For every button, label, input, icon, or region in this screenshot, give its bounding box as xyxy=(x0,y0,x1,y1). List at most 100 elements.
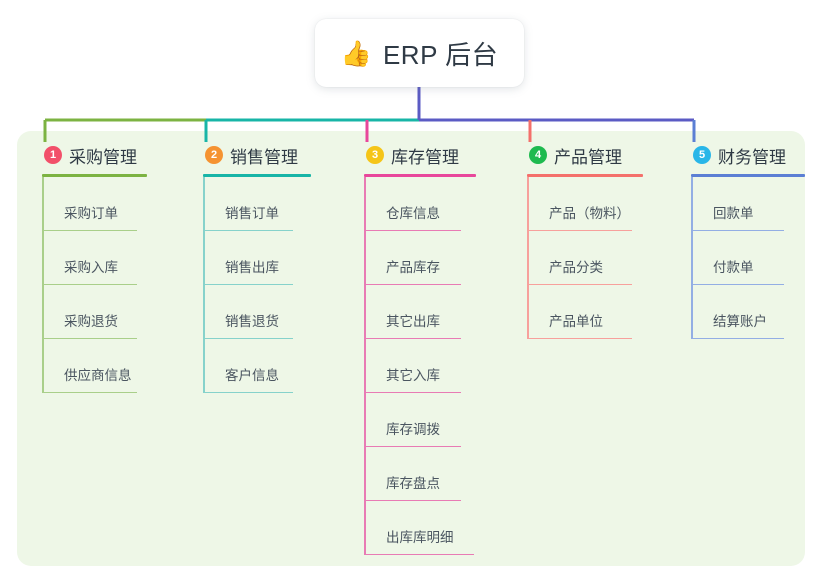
branch-item-rule xyxy=(42,283,137,285)
branch-number-badge: 5 xyxy=(693,146,711,164)
branch-item-label: 库存调拨 xyxy=(386,422,440,437)
branch-item[interactable]: 库存盘点 xyxy=(364,447,476,501)
branch-item-rule xyxy=(691,337,784,339)
branch-item[interactable]: 产品库存 xyxy=(364,231,476,285)
branch-spine xyxy=(203,177,205,393)
branch-item-label: 其它出库 xyxy=(386,314,440,329)
branch-item[interactable]: 销售退货 xyxy=(203,285,311,339)
branch-item-rule xyxy=(42,337,137,339)
branch-item-rule xyxy=(527,337,632,339)
branch-title: 财务管理 xyxy=(718,147,786,167)
branch-item[interactable]: 采购退货 xyxy=(42,285,147,339)
branch-number-badge: 3 xyxy=(366,146,384,164)
branch-item[interactable]: 销售订单 xyxy=(203,177,311,231)
branch-column-3: 3 库存管理仓库信息产品库存其它出库其它入库库存调拨库存盘点出库库明细 xyxy=(364,142,476,555)
branch-item-label: 采购退货 xyxy=(64,314,118,329)
branch-item-rule xyxy=(203,391,293,393)
branch-title: 产品管理 xyxy=(554,147,622,167)
branch-item-rule xyxy=(364,445,461,447)
branch-item[interactable]: 回款单 xyxy=(691,177,805,231)
branch-item-rule xyxy=(364,337,461,339)
branch-header-rule xyxy=(691,174,805,177)
branch-item-label: 产品分类 xyxy=(549,260,603,275)
branch-item-rule xyxy=(364,391,461,393)
branch-item[interactable]: 客户信息 xyxy=(203,339,311,393)
branch-header-rule xyxy=(527,174,643,177)
branch-item[interactable]: 出库库明细 xyxy=(364,501,476,555)
branch-item[interactable]: 产品分类 xyxy=(527,231,643,285)
branch-item-rule xyxy=(364,553,474,555)
branch-item-rule xyxy=(364,229,461,231)
branch-item-rule xyxy=(42,229,137,231)
branch-item[interactable]: 销售出库 xyxy=(203,231,311,285)
diagram-body-panel xyxy=(17,131,805,566)
branch-item[interactable]: 其它出库 xyxy=(364,285,476,339)
branch-title: 库存管理 xyxy=(391,147,459,167)
branch-item-label: 库存盘点 xyxy=(386,476,440,491)
branch-number-badge: 2 xyxy=(205,146,223,164)
branch-header-rule xyxy=(42,174,147,177)
branch-number-badge: 4 xyxy=(529,146,547,164)
branch-header-2[interactable]: 2 销售管理 xyxy=(203,142,311,168)
branch-spine xyxy=(691,177,693,339)
branch-item-label: 结算账户 xyxy=(713,314,767,329)
branch-header-rule xyxy=(203,174,311,177)
branch-item[interactable]: 结算账户 xyxy=(691,285,805,339)
branch-column-4: 4 产品管理产品（物料） 产品分类产品单位 xyxy=(527,142,643,339)
branch-item-list: 产品（物料） 产品分类产品单位 xyxy=(527,177,643,339)
branch-item-label: 客户信息 xyxy=(225,368,279,383)
branch-header-rule xyxy=(364,174,476,177)
branch-item[interactable]: 供应商信息 xyxy=(42,339,147,393)
branch-item[interactable]: 其它入库 xyxy=(364,339,476,393)
branch-item[interactable]: 产品单位 xyxy=(527,285,643,339)
branch-item-rule xyxy=(364,283,461,285)
branch-item-label: 供应商信息 xyxy=(64,368,132,383)
branch-column-2: 2 销售管理销售订单销售出库销售退货客户信息 xyxy=(203,142,311,393)
branch-item-label: 销售退货 xyxy=(225,314,279,329)
branch-item-list: 采购订单采购入库采购退货供应商信息 xyxy=(42,177,147,393)
branch-header-5[interactable]: 5 财务管理 xyxy=(691,142,805,168)
branch-number-badge: 1 xyxy=(44,146,62,164)
branch-item-list: 仓库信息产品库存其它出库其它入库库存调拨库存盘点出库库明细 xyxy=(364,177,476,555)
branch-header-4[interactable]: 4 产品管理 xyxy=(527,142,643,168)
branch-header-1[interactable]: 1 采购管理 xyxy=(42,142,147,168)
branch-item-rule xyxy=(527,229,632,231)
branch-item-rule xyxy=(203,337,293,339)
branch-item[interactable]: 采购订单 xyxy=(42,177,147,231)
branch-item[interactable]: 产品（物料） xyxy=(527,177,643,231)
branch-item-label: 销售出库 xyxy=(225,260,279,275)
branch-item-label: 采购入库 xyxy=(64,260,118,275)
branch-item-label: 仓库信息 xyxy=(386,206,440,221)
branch-item-label: 产品（物料） xyxy=(549,206,630,221)
branch-item-rule xyxy=(527,283,632,285)
branch-item-label: 回款单 xyxy=(713,206,754,221)
branch-title: 采购管理 xyxy=(69,147,137,167)
branch-item-rule xyxy=(42,391,137,393)
branch-item-list: 回款单付款单结算账户 xyxy=(691,177,805,339)
branch-item-label: 付款单 xyxy=(713,260,754,275)
branch-spine xyxy=(527,177,529,339)
branch-column-1: 1 采购管理采购订单采购入库采购退货供应商信息 xyxy=(42,142,147,393)
branch-item-rule xyxy=(691,283,784,285)
branch-item[interactable]: 采购入库 xyxy=(42,231,147,285)
branch-item[interactable]: 仓库信息 xyxy=(364,177,476,231)
branch-item-label: 采购订单 xyxy=(64,206,118,221)
branch-item-list: 销售订单销售出库销售退货客户信息 xyxy=(203,177,311,393)
branch-item-label: 出库库明细 xyxy=(386,530,454,545)
branch-item[interactable]: 库存调拨 xyxy=(364,393,476,447)
root-node[interactable]: 👍 ERP 后台 xyxy=(315,19,524,87)
branch-item-rule xyxy=(203,283,293,285)
thumbs-up-icon: 👍 xyxy=(340,39,372,68)
branch-item[interactable]: 付款单 xyxy=(691,231,805,285)
branch-item-label: 产品库存 xyxy=(386,260,440,275)
branch-item-label: 产品单位 xyxy=(549,314,603,329)
branch-spine xyxy=(364,177,366,555)
branch-header-3[interactable]: 3 库存管理 xyxy=(364,142,476,168)
branch-item-rule xyxy=(364,499,461,501)
root-node-label: ERP 后台 xyxy=(382,39,499,70)
branch-item-rule xyxy=(203,229,293,231)
branch-spine xyxy=(42,177,44,393)
branch-title: 销售管理 xyxy=(230,147,298,167)
branch-item-label: 其它入库 xyxy=(386,368,440,383)
